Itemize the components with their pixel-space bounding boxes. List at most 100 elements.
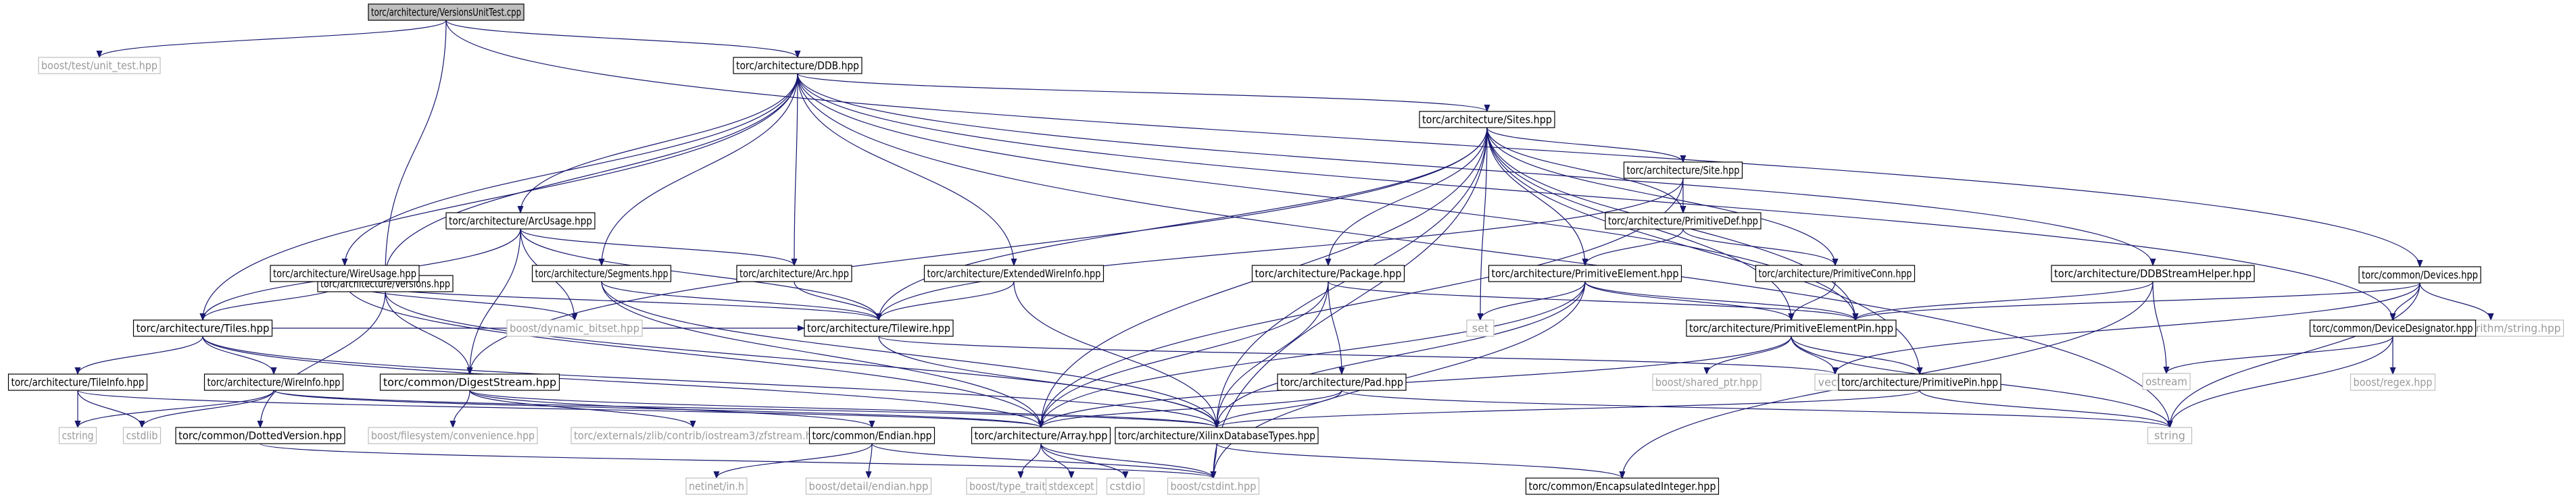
dependency-edge [1041, 390, 1342, 428]
node-box [368, 427, 538, 444]
dependency-edge [470, 127, 1488, 374]
node-label: torc/architecture/TileInfo.hpp [11, 376, 145, 389]
header-node[interactable]: torc/architecture/WireUsage.hpp [270, 265, 420, 282]
dependency-edge [202, 336, 1217, 427]
header-node[interactable]: torc/common/Devices.hpp [2358, 266, 2481, 284]
node-box [1106, 477, 1145, 495]
dependency-edge [601, 281, 1041, 427]
node-label: torc/common/Devices.hpp [2362, 269, 2478, 282]
header-node[interactable]: torc/architecture/Site.hpp [1623, 161, 1743, 179]
dependency-edge [1791, 281, 1836, 321]
header-node[interactable]: torc/architecture/PrimitiveElementPin.hp… [1686, 319, 1897, 337]
dependency-edge [469, 390, 872, 428]
header-node[interactable]: torc/architecture/Pad.hpp [1277, 373, 1407, 391]
node-box [805, 477, 932, 495]
dependency-edge [1707, 336, 1792, 375]
header-node[interactable]: torc/architecture/XilinxDatabaseTypes.hp… [1115, 427, 1319, 444]
dependency-edge [797, 73, 1014, 265]
header-node[interactable]: torc/common/DeviceDesignator.hpp [2309, 319, 2477, 337]
header-node[interactable]: torc/architecture/PrimitiveElement.hpp [1488, 265, 1682, 282]
dependency-edge [520, 73, 798, 213]
header-node[interactable]: torc/architecture/DDBStreamHelper.hpp [2051, 265, 2255, 282]
dependency-edge [879, 127, 1488, 320]
node-label: torc/architecture/PrimitiveElementPin.hp… [1689, 322, 1893, 335]
node-label: string [2154, 429, 2185, 442]
header-node[interactable]: torc/architecture/Segments.hpp [531, 265, 672, 282]
node-box [2350, 373, 2436, 391]
dependency-edge [797, 73, 2170, 427]
header-node[interactable]: torc/architecture/PrimitivePin.hpp [1838, 373, 2001, 391]
header-node[interactable]: torc/common/DigestStream.hpp [379, 373, 560, 391]
node-box [1045, 477, 1098, 495]
header-node[interactable]: torc/architecture/ExtendedWireInfo.hpp [923, 265, 1104, 282]
dependency-edge [1480, 127, 1488, 320]
dependency-edge [344, 281, 1041, 427]
node-label: torc/architecture/PrimitivePin.hpp [1841, 376, 1998, 389]
node-box [132, 319, 273, 337]
node-box [1605, 212, 1761, 230]
dependency-edge [385, 73, 798, 276]
header-node[interactable]: torc/architecture/WireInfo.hpp [203, 373, 344, 391]
node-box [1115, 427, 1319, 444]
node-box [7, 373, 148, 391]
header-node[interactable]: torc/architecture/TileInfo.hpp [7, 373, 148, 391]
node-label: torc/architecture/PrimitiveElement.hpp [1492, 267, 1679, 280]
external-header-node: boost/filesystem/convenience.hpp [368, 427, 538, 444]
dependency-edge [601, 281, 879, 321]
dependency-edge [202, 336, 1041, 427]
node-label: torc/architecture/Package.hpp [1255, 267, 1402, 280]
node-box [175, 427, 345, 444]
node-label: set [1472, 322, 1488, 335]
node-label: torc/architecture/Site.hpp [1627, 164, 1740, 177]
header-nodes: torc/architecture/VersionsUnitTest.cpp bo… [7, 3, 2565, 495]
dependency-edge [1682, 228, 1835, 266]
dependency-edge [1328, 281, 1342, 374]
node-box [923, 265, 1104, 282]
header-node[interactable]: torc/architecture/Arc.hpp [736, 265, 852, 282]
external-header-node: boost/cstdint.hpp [1167, 477, 1260, 495]
node-box [1652, 373, 1761, 391]
node-box [804, 319, 954, 337]
dependency-edges [78, 20, 2491, 479]
root-source-node[interactable]: torc/architecture/VersionsUnitTest.cpp [368, 3, 525, 21]
node-box [379, 373, 560, 391]
dependency-edge [1021, 443, 1042, 478]
dependency-edge [2170, 282, 2421, 427]
header-node[interactable]: torc/architecture/Tilewire.hpp [804, 319, 954, 337]
header-node[interactable]: torc/architecture/Array.hpp [971, 427, 1111, 444]
dependency-edge [1041, 336, 1792, 427]
header-node[interactable]: torc/architecture/Sites.hpp [1419, 111, 1555, 128]
header-node[interactable]: torc/architecture/PrimitiveConn.hpp [1755, 265, 1916, 282]
header-node[interactable]: torc/common/Endian.hpp [808, 427, 935, 444]
dependency-edge [78, 336, 203, 375]
node-box [1488, 265, 1682, 282]
dependency-edge [869, 443, 873, 478]
node-label: torc/architecture/Array.hpp [975, 429, 1108, 442]
dependency-edge [1486, 127, 1585, 265]
node-label: torc/architecture/PrimitiveConn.hpp [1759, 267, 1912, 280]
header-node[interactable]: torc/architecture/Package.hpp [1251, 265, 1405, 282]
dependency-edge [445, 20, 798, 58]
dependency-edge [1328, 281, 1855, 321]
header-node[interactable]: torc/common/DottedVersion.hpp [175, 427, 345, 444]
dependency-edge [345, 73, 798, 265]
node-box [270, 265, 420, 282]
header-node[interactable]: torc/architecture/ArcUsage.hpp [445, 212, 596, 230]
dependency-edge [2170, 336, 2393, 427]
header-node[interactable]: torc/architecture/Tiles.hpp [132, 319, 273, 337]
node-label: stdexcept [1049, 480, 1094, 493]
header-node[interactable]: torc/common/EncapsulatedInteger.hpp [1525, 477, 1720, 495]
node-label: torc/architecture/ArcUsage.hpp [449, 215, 592, 228]
external-header-node: boost/test/unit_test.hpp [38, 57, 161, 74]
dependency-edge [1480, 281, 1586, 321]
dependency-edge [260, 443, 1213, 479]
header-node[interactable]: torc/architecture/PrimitiveDef.hpp [1605, 212, 1761, 230]
node-label: torc/architecture/Sites.hpp [1422, 113, 1552, 126]
node-box [1755, 265, 1916, 282]
node-box [1686, 319, 1897, 337]
dependency-edge [1835, 282, 2421, 374]
node-box [685, 477, 748, 495]
dependency-edge [202, 336, 274, 375]
header-node[interactable]: torc/architecture/DDB.hpp [733, 57, 862, 74]
